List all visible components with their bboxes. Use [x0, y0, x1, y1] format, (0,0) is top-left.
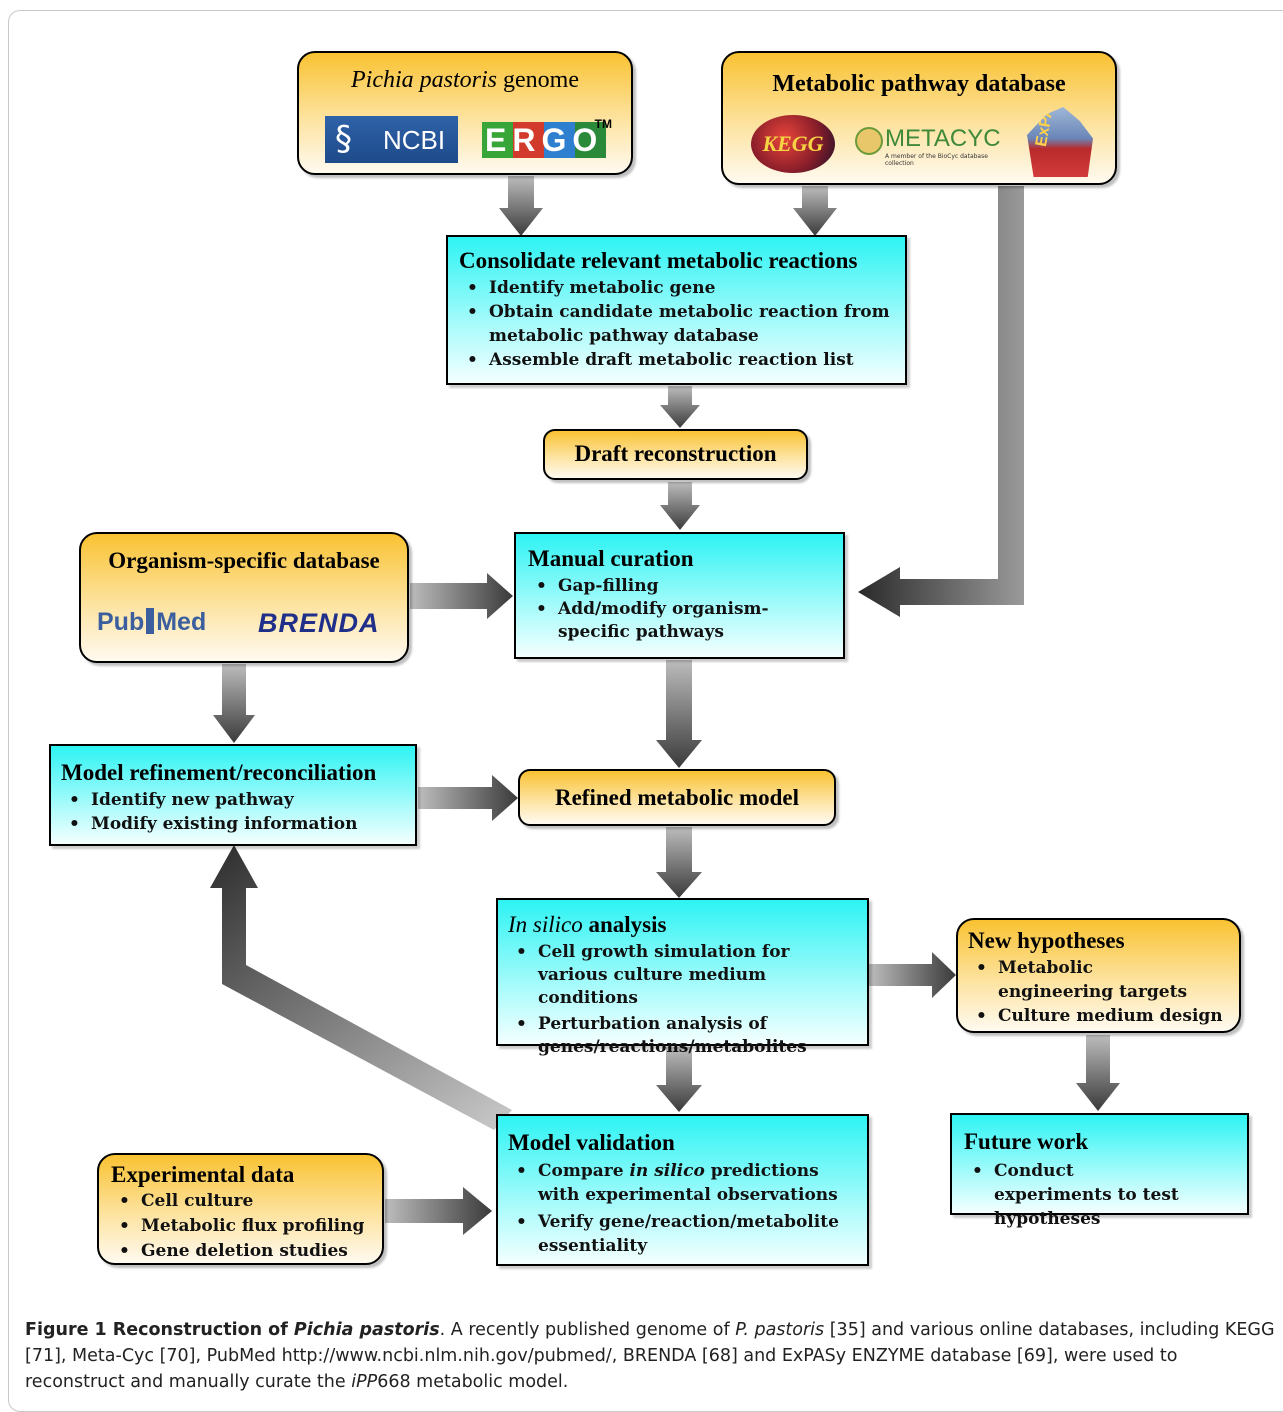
pathway-db-title: Metabolic pathway database [772, 71, 1066, 97]
draft-box: Draft reconstruction [543, 429, 808, 480]
list-item: Identify metabolic gene [459, 276, 897, 300]
future-work-list: Conduct experiments to test hypotheses [964, 1159, 1241, 1231]
experimental-title: Experimental data [111, 1162, 295, 1187]
arrow-pathwaydb-to-manual [858, 186, 1024, 617]
list-item: Gene deletion studies [111, 1239, 376, 1264]
manual-curation-box: Manual curation Gap-filling Add/modify o… [514, 532, 845, 659]
ergo-logo: ERGO TM [482, 117, 612, 162]
refined-model-box: Refined metabolic model [518, 769, 836, 826]
list-item: Assemble draft metabolic reaction list [459, 348, 897, 372]
arrow-consolidate-to-draft [660, 386, 700, 428]
list-item: Gap-filling [528, 575, 835, 598]
validation-box: Model validation Compare in silico predi… [496, 1114, 869, 1266]
genome-title: Pichia pastoris genome [351, 67, 579, 93]
validation-list: Compare in silico predictions with exper… [508, 1159, 861, 1258]
refinement-box: Model refinement/reconciliation Identify… [49, 744, 417, 846]
list-item: Obtain candidate metabolic reaction from… [459, 300, 897, 348]
list-item: Metabolic flux profiling [111, 1214, 376, 1239]
expasy-logo: ExPASy [1027, 107, 1093, 177]
insilico-box: In silico analysis Cell growth simulatio… [496, 898, 869, 1057]
arrow-organismdb-to-refinement [213, 664, 255, 743]
genome-box: Pichia pastoris genome § NCBI ERGO TM [297, 51, 633, 175]
list-item: Verify gene/reaction/metabolite essentia… [508, 1210, 861, 1258]
future-work-box: Future work Conduct experiments to test … [950, 1113, 1249, 1229]
pathway-db-box: Metabolic pathway database KEGG METACYC … [721, 51, 1117, 185]
arrow-hypotheses-to-future [1076, 1035, 1120, 1111]
arrow-refined-to-insilico [656, 827, 702, 898]
list-item: Culture medium design [968, 1004, 1231, 1028]
arrow-insilico-to-validation [656, 1047, 702, 1112]
list-item: Modify existing information [61, 812, 409, 836]
hypotheses-list: Metabolic engineering targets Culture me… [968, 956, 1231, 1028]
future-work-title: Future work [964, 1129, 1089, 1154]
arrow-pathwaydb-to-consolidate [793, 186, 837, 236]
hypotheses-box: New hypotheses Metabolic engineering tar… [956, 918, 1241, 1033]
refinement-title: Model refinement/reconciliation [61, 760, 377, 785]
draft-title: Draft reconstruction [574, 441, 777, 466]
list-item: Perturbation analysis of genes/reactions… [508, 1013, 861, 1059]
arrow-draft-to-manual [660, 482, 700, 530]
list-item: Compare in silico predictions with exper… [508, 1159, 861, 1207]
figure-caption: Figure 1 Reconstruction of Pichia pastor… [25, 1320, 1275, 1392]
consolidate-list: Identify metabolic gene Obtain candidate… [459, 276, 897, 372]
list-item: Cell growth simulation for various cultu… [508, 941, 861, 1010]
arrow-validation-to-refinement [210, 845, 512, 1130]
ncbi-logo: § NCBI [325, 116, 458, 163]
list-item: Conduct experiments to test hypotheses [964, 1159, 1241, 1231]
list-item: Metabolic engineering targets [968, 956, 1231, 1004]
organism-db-title: Organism-specific database [108, 548, 380, 573]
metacyc-logo: METACYC A member of the BioCyc database … [855, 125, 1005, 167]
insilico-title: In silico analysis [508, 912, 667, 937]
book-icon [146, 608, 155, 634]
experimental-list: Cell culture Metabolic flux profiling Ge… [111, 1189, 376, 1264]
arrow-organismdb-to-manual [410, 573, 513, 619]
insilico-list: Cell growth simulation for various cultu… [508, 941, 861, 1059]
list-item: Add/modify organism-specific pathways [528, 598, 835, 644]
hypotheses-title: New hypotheses [968, 928, 1125, 953]
metacyc-icon [855, 127, 883, 155]
arrow-insilico-to-hypotheses [869, 952, 956, 998]
dna-icon: § [335, 119, 352, 159]
arrow-experimental-to-validation [385, 1187, 492, 1235]
validation-title: Model validation [508, 1130, 675, 1155]
arrow-refinement-to-refined [418, 775, 518, 821]
consolidate-box: Consolidate relevant metabolic reactions… [446, 235, 907, 385]
experimental-box: Experimental data Cell culture Metabolic… [97, 1153, 384, 1265]
refinement-list: Identify new pathway Modify existing inf… [61, 788, 409, 836]
brenda-logo: BRENDA [258, 608, 380, 638]
arrow-genome-to-consolidate [499, 176, 543, 236]
manual-curation-list: Gap-filling Add/modify organism-specific… [528, 575, 835, 644]
kegg-logo: KEGG [751, 115, 835, 173]
list-item: Identify new pathway [61, 788, 409, 812]
arrow-manual-to-refined [656, 660, 702, 768]
refined-model-title: Refined metabolic model [554, 785, 799, 810]
list-item: Cell culture [111, 1189, 376, 1214]
consolidate-title: Consolidate relevant metabolic reactions [459, 248, 858, 273]
manual-curation-title: Manual curation [528, 546, 694, 571]
